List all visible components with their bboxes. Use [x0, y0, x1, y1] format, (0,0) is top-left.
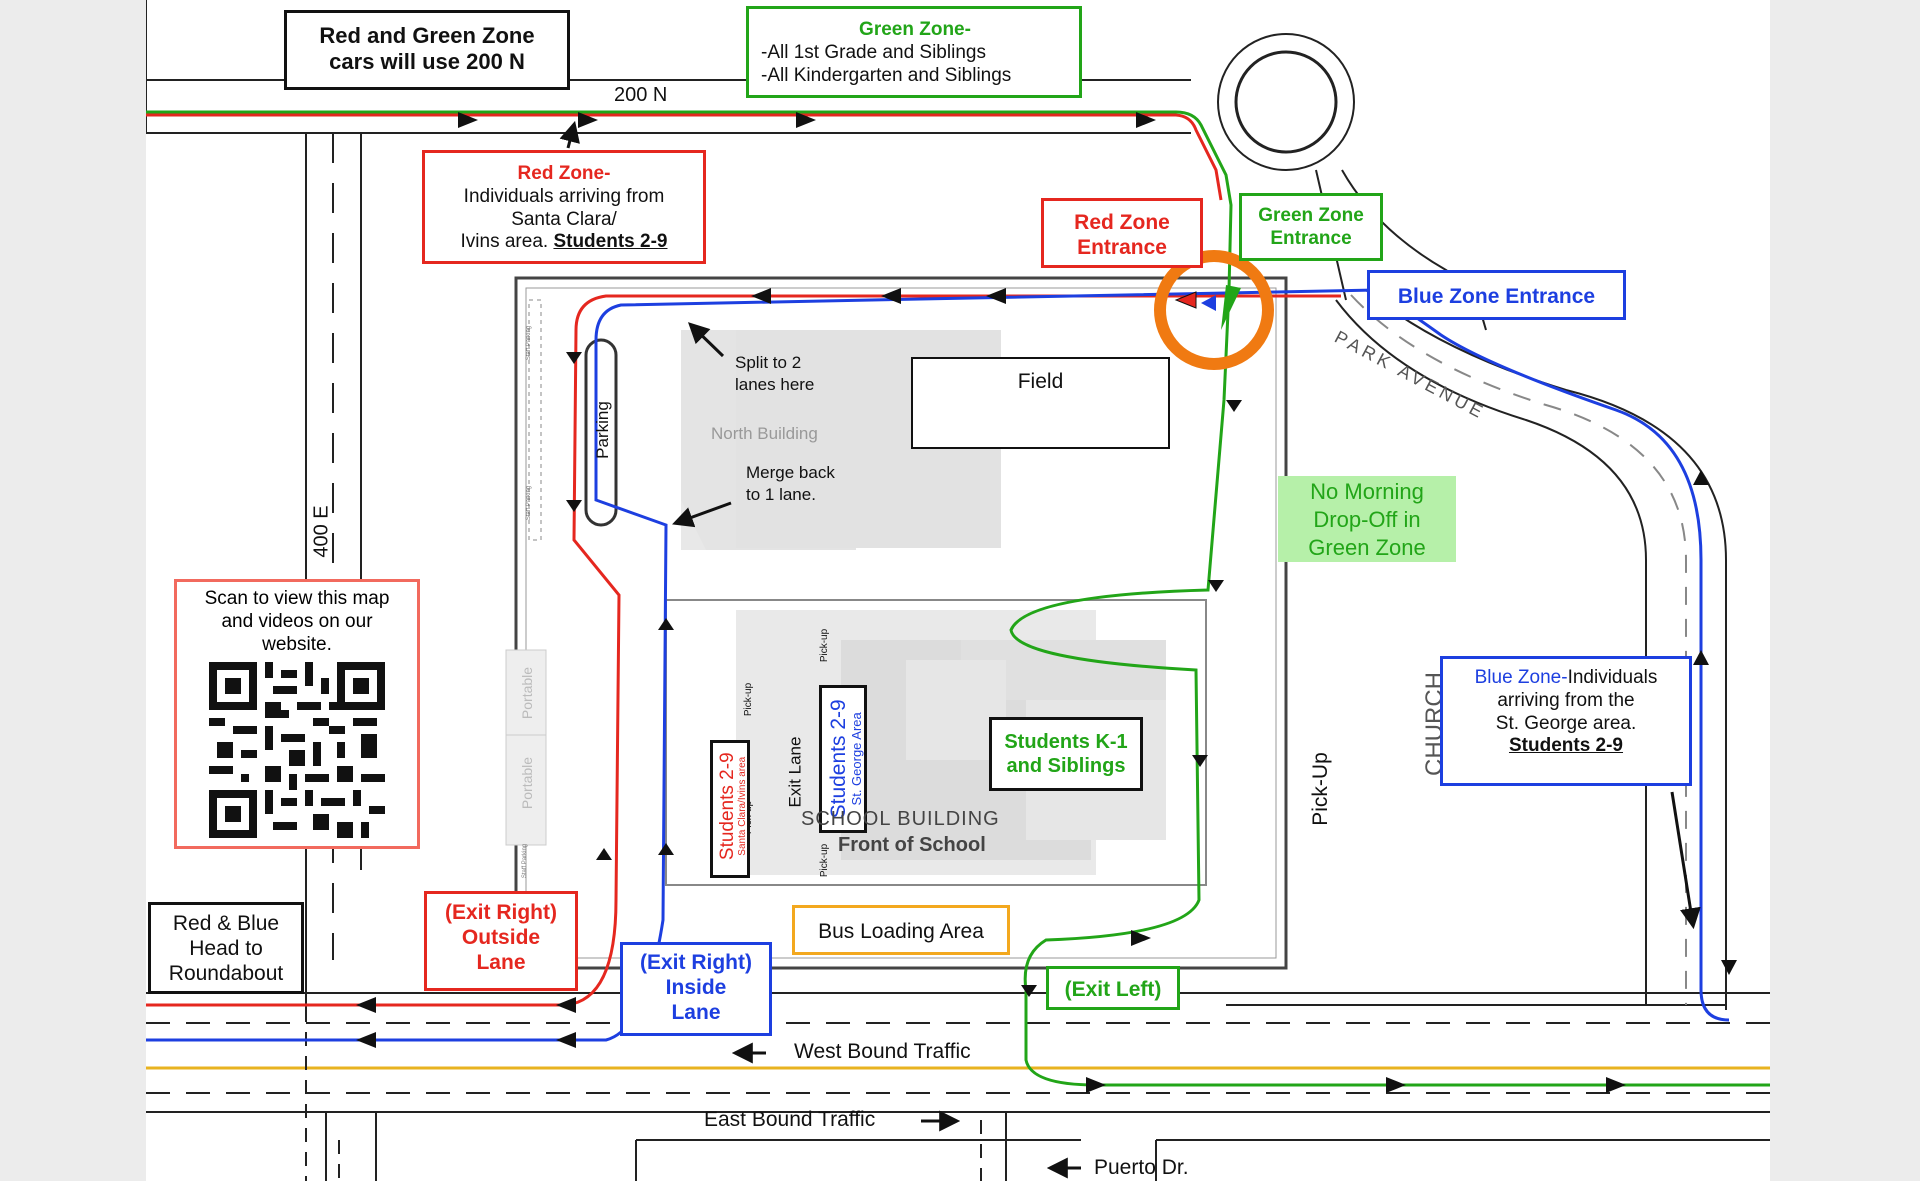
callout-line: Drop-Off in — [1313, 506, 1421, 532]
exit-lane-label: Exit Lane — [785, 736, 805, 808]
red-green-200n-callout: Red and Green Zone cars will use 200 N — [284, 10, 570, 90]
callout-line: to 1 lane. — [746, 485, 816, 505]
pick-up-red-upper-label: Pick-up — [743, 682, 755, 717]
callout-line: Santa Clara/ — [511, 208, 617, 230]
callout-line: Merge back — [746, 463, 835, 482]
callout-line: Red Zone — [1074, 211, 1170, 234]
callout-line: Students 2-9 — [716, 752, 738, 861]
north-building-label: North Building — [711, 424, 818, 443]
direction-arrows — [356, 112, 1737, 1093]
callout-line: and Siblings — [1006, 755, 1126, 777]
field-label: Field — [911, 357, 1170, 449]
callout-line: Lane — [671, 1001, 721, 1025]
students-blue-lane-label: Students 2-9 St. George Area — [819, 685, 867, 833]
blue-zone-title: Blue Zone- — [1474, 667, 1568, 688]
blue-route — [146, 288, 1730, 1042]
portable-upper-label: Portable — [519, 666, 536, 720]
red-zone-students: Students 2-9 — [553, 231, 668, 253]
staff-parking-upper-label: Staff Parking — [526, 325, 533, 361]
merge-lane-note: Merge back to 1 lane. — [746, 462, 835, 506]
west-bound-traffic-label: West Bound Traffic — [794, 1040, 971, 1063]
callout-line: and videos on our — [221, 610, 373, 632]
callout-line: Individuals — [1567, 667, 1658, 688]
blue-zone-students: Students 2-9 — [1508, 735, 1624, 757]
callout-line: Roundabout — [168, 962, 284, 986]
pick-up-blue-lower-label: Pick-up — [819, 843, 831, 878]
green-zone-callout: Green Zone- -All 1st Grade and Siblings … — [746, 6, 1082, 98]
callout-line: Split to 2 — [735, 353, 802, 372]
green-zone-entrance-label: Green Zone Entrance — [1239, 193, 1383, 261]
callout-line: (Exit Right) — [445, 901, 557, 924]
callout-line: website. — [262, 633, 332, 655]
exit-left-label: (Exit Left) — [1046, 966, 1180, 1010]
pick-up-green-label: Pick-Up — [1308, 752, 1332, 826]
callout-line: Santa Clara/Ivins area — [736, 756, 748, 856]
blue-zone-callout: Blue Zone-Individuals arriving from the … — [1440, 656, 1692, 786]
red-route — [146, 113, 1341, 1007]
east-bound-traffic-label: East Bound Traffic — [704, 1108, 876, 1131]
puerto-dr-label: Puerto Dr. — [1094, 1156, 1189, 1179]
callout-line: Individuals arriving from — [463, 185, 665, 207]
students-k1-label: Students K-1 and Siblings — [989, 717, 1143, 791]
pointer-lines — [559, 120, 1701, 1179]
front-of-school-label: Front of School — [838, 834, 986, 856]
qr-code-icon — [209, 662, 385, 839]
street-200n-label: 200 N — [614, 84, 668, 106]
callout-line: Students K-1 — [1004, 731, 1128, 753]
school-building-label: SCHOOL BUILDING — [801, 808, 1000, 830]
callout-line: Scan to view this map — [204, 588, 390, 609]
callout-line: Entrance — [1270, 227, 1352, 249]
split-lanes-note: Split to 2 lanes here — [735, 352, 814, 396]
callout-line: arriving from the — [1497, 689, 1635, 711]
red-zone-entrance-label: Red Zone Entrance — [1041, 198, 1203, 268]
callout-line: St. George area. — [1495, 712, 1637, 734]
qr-code-box[interactable]: Scan to view this map and videos on our … — [174, 579, 420, 849]
callout-line: No Morning — [1310, 479, 1424, 504]
red-zone-title: Red Zone- — [517, 163, 611, 184]
callout-line: cars will use 200 N — [329, 49, 525, 75]
street-400e-label: 400 E — [310, 505, 333, 558]
portable-lower-label: Portable — [519, 756, 536, 810]
bus-loading-area-label: Bus Loading Area — [792, 905, 1010, 955]
callout-line: Head to — [189, 937, 263, 961]
callout-line: Entrance — [1077, 236, 1167, 260]
callout-line: (Exit Right) — [640, 951, 752, 974]
exit-right-outside-lane-label: (Exit Right) Outside Lane — [424, 891, 578, 991]
callout-line: lanes here — [735, 375, 815, 395]
callout-line: Green Zone — [1308, 534, 1426, 560]
staff-parking-lower-label: Staff Parking — [526, 485, 533, 521]
no-morning-dropoff-note: No Morning Drop-Off in Green Zone — [1278, 476, 1456, 562]
map-sheet: 200 N 400 E CHURCH PARK AVENUE West Boun… — [146, 0, 1770, 1181]
callout-line: -All Kindergarten and Siblings — [761, 64, 1012, 86]
students-red-lane-text: Students 2-9 Santa Clara/Ivins area — [716, 742, 748, 870]
red-blue-roundabout-note: Red & Blue Head to Roundabout — [148, 902, 304, 994]
exit-right-inside-lane-label: (Exit Right) Inside Lane — [620, 942, 772, 1036]
red-zone-callout: Red Zone- Individuals arriving from Sant… — [422, 150, 706, 264]
pick-up-blue-upper-label: Pick-up — [819, 628, 831, 663]
entrance-highlight-circle — [1154, 250, 1274, 370]
callout-line: Red and Green Zone — [319, 23, 535, 48]
staff-parking-bottom-label: Staff Parking — [522, 843, 529, 879]
green-zone-title: Green Zone- — [859, 19, 971, 40]
blue-zone-entrance-label: Blue Zone Entrance — [1367, 270, 1626, 320]
green-route — [146, 110, 1770, 1087]
callout-line: Lane — [476, 951, 526, 975]
callout-line: Outside — [461, 926, 541, 950]
students-red-lane-label: Students 2-9 Santa Clara/Ivins area — [710, 740, 750, 878]
callout-line: Green Zone — [1258, 205, 1364, 226]
parking-label: Parking — [592, 401, 612, 459]
callout-line: -All 1st Grade and Siblings — [761, 41, 986, 63]
callout-line: Ivins area. — [460, 231, 554, 253]
callout-line: Inside — [665, 976, 727, 1000]
callout-line: Red & Blue — [172, 912, 280, 935]
